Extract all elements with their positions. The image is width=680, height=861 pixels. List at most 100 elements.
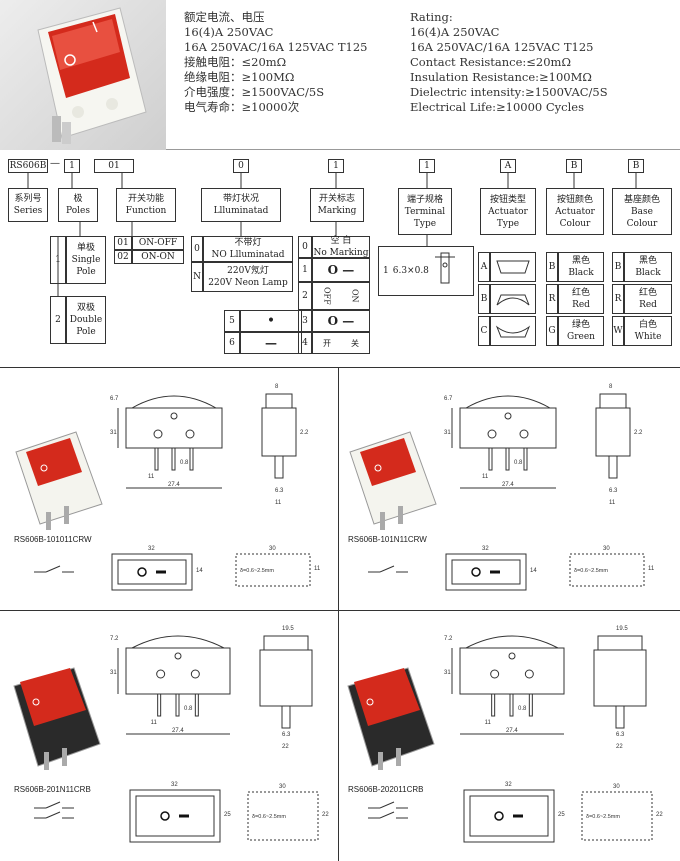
actuator-outline — [465, 395, 551, 409]
header-actuator-type: 按钮类型 Actuator Type — [480, 188, 536, 235]
base-colour-black: 黑色 Black — [624, 252, 672, 282]
product-panel: 317.227.4110.819.56.322322530δ=0.6~2.5mm… — [13, 626, 329, 843]
base-colour-num: B — [612, 252, 624, 282]
lamp-option-none: 不带灯 NO Llluminatad — [203, 236, 293, 262]
dim-label: δ=0.6~2.5mm — [586, 814, 620, 820]
switch-photo — [347, 667, 435, 770]
side-terminal — [274, 455, 284, 479]
code-prefix: RS606B — [8, 159, 48, 173]
terminal-option: 1 6.3×0.8 — [378, 246, 474, 296]
specs-en: Rating: 16(4)A 250VAC 16A 250VAC/16A 125… — [410, 10, 608, 115]
header-actuator-type-en1: Actuator — [488, 206, 528, 217]
cutout-outline — [463, 789, 555, 843]
code-dash: — — [50, 158, 60, 169]
housing-hole — [524, 669, 534, 679]
header-marking-en: Marking — [317, 206, 357, 216]
pivot-mark — [174, 652, 182, 660]
header-terminal-cn: 端子规格 — [406, 194, 443, 205]
terminal-outline — [154, 447, 159, 471]
dim-label: 11 — [482, 474, 489, 480]
header-actuator-colour-en1: Actuator — [555, 206, 595, 217]
dim-label: 11 — [485, 720, 492, 726]
dim-label: 7.2 — [444, 636, 453, 642]
lamp-line: 220V氖灯 — [227, 266, 269, 276]
dim-label: 30 — [269, 546, 276, 552]
spec-en-line: Contact Resistance:≤20mΩ — [410, 55, 571, 69]
side-terminal — [281, 705, 291, 729]
base-colour-red: 红色 Red — [624, 284, 672, 314]
pole-option-single: 单极 Single Pole — [66, 236, 106, 284]
side-housing — [261, 407, 297, 457]
side-view: 82.26.311 — [595, 384, 643, 506]
spec-cn-line: 电气寿命：≥10000次 — [184, 100, 300, 114]
terminal-outline — [523, 447, 528, 471]
circuit-symbol — [34, 801, 74, 819]
spec-en-line: Electrical Life:≥10000 Cycles — [410, 100, 584, 114]
circuit-line — [379, 801, 395, 809]
side-housing — [259, 649, 313, 707]
actuator-colour-green: 绿色 Green — [558, 316, 604, 346]
dim-label: 30 — [613, 784, 620, 790]
circuit-symbol — [368, 801, 408, 819]
rocker-actuator — [354, 668, 420, 726]
actuator-type-num: C — [478, 316, 490, 346]
actuator-colour-black: 黑色 Black — [558, 252, 604, 282]
cutout-side-outline — [247, 791, 319, 841]
side-actuator — [263, 635, 309, 651]
dim-label: 32 — [171, 782, 178, 788]
dim-label: 32 — [148, 546, 155, 552]
terminal-pin — [64, 506, 69, 524]
dim-label: 0.8 — [514, 460, 523, 466]
switch-photo — [13, 667, 101, 770]
dim-label: 31 — [444, 670, 451, 676]
dim-label: 31 — [110, 670, 117, 676]
model-label: RS606B-202011CRB — [348, 785, 424, 794]
actuator-colour-num: B — [546, 252, 558, 282]
colour-en: Green — [567, 332, 595, 342]
marking-num: 3 — [298, 310, 312, 332]
circuit-symbol — [34, 565, 74, 573]
spec-cn-line: 16(4)A 250VAC — [184, 25, 274, 39]
rocker-o-mark — [374, 464, 382, 472]
marking-num: 5 — [224, 310, 240, 332]
header-lamp-en: Llluminatad — [213, 206, 269, 216]
dim-label: 8 — [275, 384, 279, 390]
actuator-type-b-icon — [490, 284, 536, 314]
dim-label: 25 — [224, 812, 231, 818]
pole-num: 1 — [50, 236, 66, 284]
spec-cn-line: 介电强度：≥1500VAC/5S — [184, 85, 325, 99]
o-symbol — [471, 567, 481, 577]
housing-hole — [156, 669, 166, 679]
dim-label: 6.3 — [282, 732, 291, 738]
housing-hole — [153, 429, 163, 439]
side-terminal — [608, 455, 618, 479]
circuit-line — [45, 565, 61, 573]
spec-en-line: Rating: — [410, 10, 453, 24]
circuit-line — [379, 811, 395, 819]
base-colour-num: W — [612, 316, 624, 346]
bar-symbol — [513, 814, 523, 818]
terminal-pin — [396, 748, 401, 766]
cutout-outline — [445, 553, 527, 591]
product-panel: 317.227.4110.819.56.322322530δ=0.6~2.5mm… — [347, 626, 663, 843]
dim-label: 22 — [322, 812, 329, 818]
pole-line: Pole — [76, 267, 96, 277]
header-actuator-colour-cn: 按钮颜色 — [556, 194, 593, 205]
dim-label: 11 — [648, 566, 655, 572]
marking-bar-symbol: — — [240, 332, 302, 354]
dim-label: 11 — [151, 720, 158, 726]
side-actuator — [597, 635, 643, 651]
terminal-outline — [194, 693, 199, 717]
actuator-colour-num: G — [546, 316, 558, 346]
terminal-pin — [44, 752, 49, 770]
dim-label: 27.4 — [168, 482, 180, 488]
header-lamp: 带灯状况 Llluminatad — [201, 188, 281, 222]
housing-hole — [519, 429, 529, 439]
dim-label: 0.8 — [184, 706, 193, 712]
dim-label: 6.3 — [275, 488, 284, 494]
dim-label: 32 — [505, 782, 512, 788]
actuator-outline — [131, 635, 225, 649]
